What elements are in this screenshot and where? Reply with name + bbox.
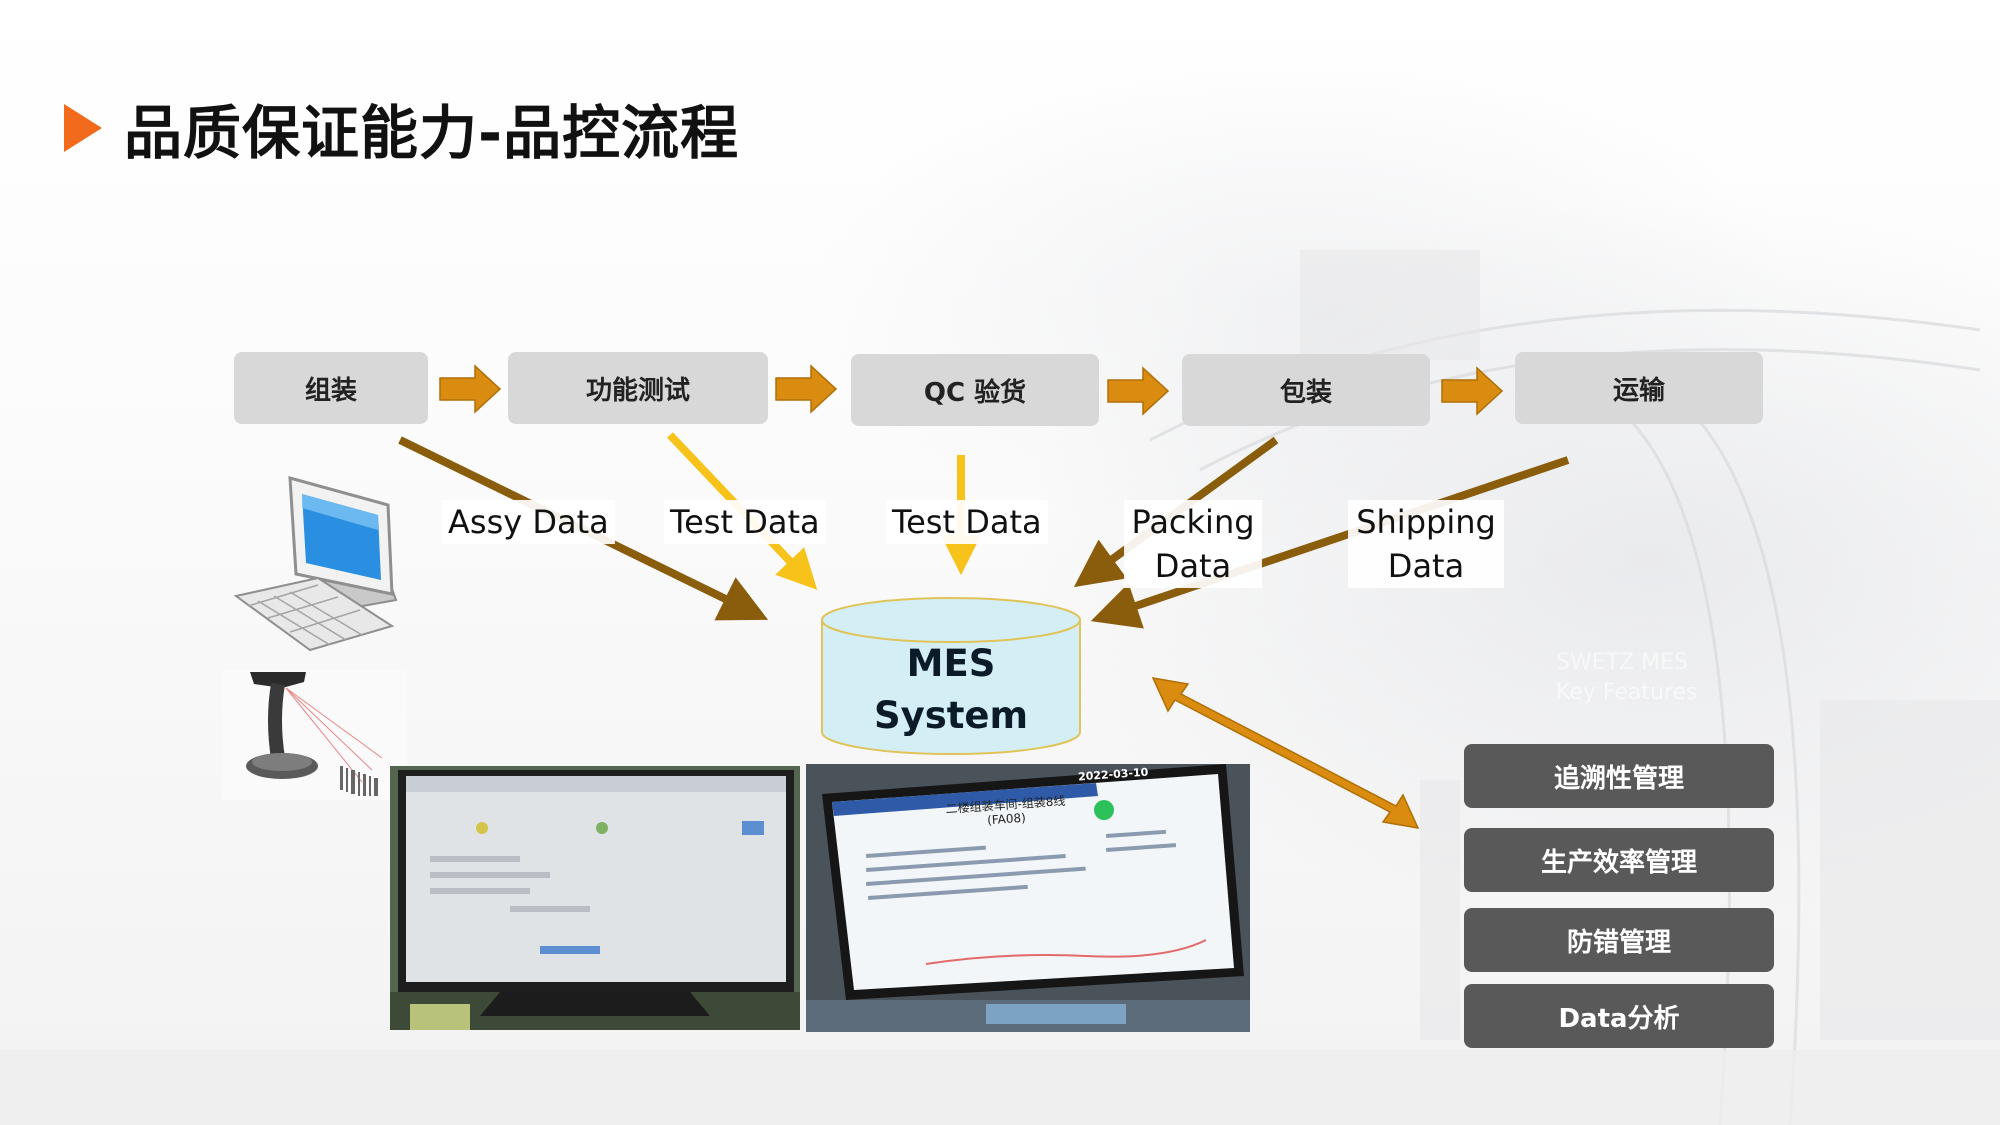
flow-label-test-data-1: Test Data: [664, 500, 826, 544]
step-arrow-2: [775, 364, 838, 414]
step-packing: 包装: [1182, 354, 1430, 426]
step-arrow-3: [1107, 366, 1170, 416]
feature-production-efficiency: 生产效率管理: [1464, 828, 1774, 892]
step-shipping: 运输: [1515, 352, 1763, 424]
computer-icon: [233, 475, 398, 652]
title-bullet-icon: [64, 104, 102, 152]
step-label: 包装: [1279, 377, 1332, 408]
step-arrow-4: [1441, 366, 1504, 416]
feature-data-analysis: Data分析: [1464, 984, 1774, 1048]
step-qc-inspection: QC 验货: [851, 354, 1099, 426]
step-label: QC 验货: [923, 377, 1027, 408]
workstation-monitor-photo: [390, 766, 800, 1030]
barcode-scanner-photo: [222, 670, 407, 800]
step-assembly: 组装: [234, 352, 428, 424]
step-label: 功能测试: [585, 375, 690, 406]
flow-label-packing-data: Packing Data: [1124, 500, 1262, 588]
title-bar: 品质保证能力-品控流程: [64, 92, 739, 167]
feature-error-proofing: 防错管理: [1464, 908, 1774, 972]
step-label: 组装: [304, 375, 357, 406]
background-watermark-text: SWETZ MES Key Features: [1556, 650, 1698, 705]
page-title: 品质保证能力-品控流程: [124, 99, 740, 167]
mes-system-label: MES System: [873, 642, 1029, 737]
step-arrow-1: [439, 364, 502, 414]
step-label: 运输: [1612, 375, 1665, 406]
flow-label-test-data-2: Test Data: [886, 500, 1048, 544]
feature-traceability: 追溯性管理: [1464, 744, 1774, 808]
mes-cylinder: [821, 597, 1081, 755]
production-dashboard-photo: 2022-03-10 二楼组装车间-组装8线 (FA08): [806, 764, 1250, 1032]
shipping-data-arrow: [1090, 456, 1570, 629]
step-function-test: 功能测试: [508, 352, 768, 424]
flow-label-assy-data: Assy Data: [442, 500, 615, 544]
flow-label-shipping-data: Shipping Data: [1348, 500, 1504, 588]
mes-features-double-arrow: [1151, 677, 1420, 829]
